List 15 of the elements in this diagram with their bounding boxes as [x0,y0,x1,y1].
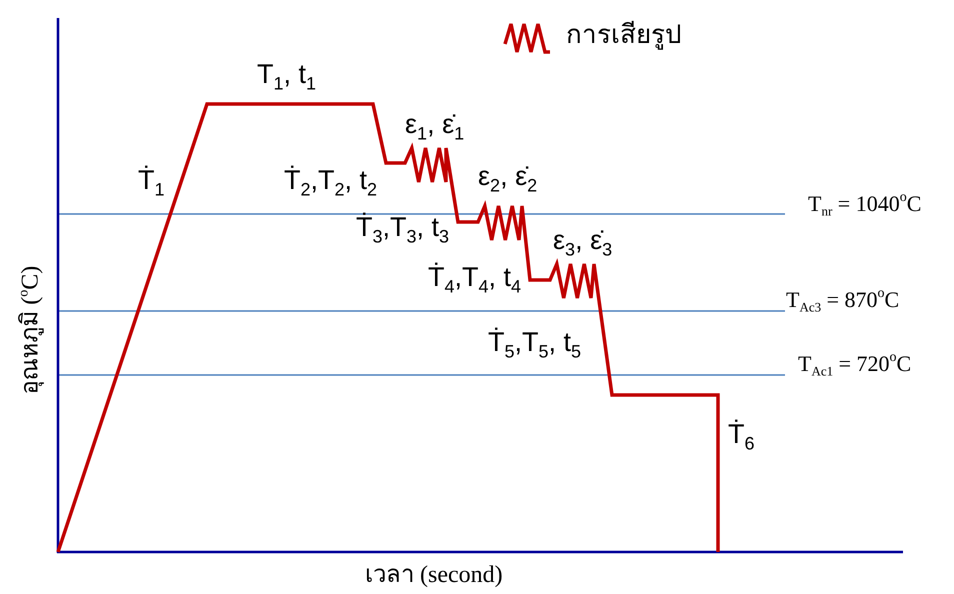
parameter-label: Ṫ$_{3}$,T$_{3}$, t$_{3}$ [356,213,450,243]
parameter-label: T$_{1}$, t$_{1}$ [257,60,316,90]
parameter-label: ε$_{2}$, ε̇$_{2}$ [478,162,538,192]
legend-label: การเสียรูป [566,20,682,49]
parameter-label: ε$_{1}$, ε̇$_{1}$ [405,110,464,140]
parameter-label: Ṫ$_{1}$ [138,166,165,196]
reference-temperature-label: T$_{Ac3}$ = 870$^{o}$C [786,288,900,312]
parameter-label: Ṫ$_{2}$,T$_{2}$, t$_{2}$ [284,166,378,196]
axis-title: เวลา (second) [365,562,503,588]
parameter-label: Ṫ$_{4}$,T$_{4}$, t$_{4}$ [428,263,522,293]
parameter-label: Ṫ$_{5}$,T$_{5}$, t$_{5}$ [488,328,582,358]
parameter-label: Ṫ$_{6}$ [728,420,755,450]
parameter-label: ε$_{3}$, ε̇$_{3}$ [553,226,612,256]
reference-temperature-label: T$_{Ac1}$ = 720$^{o}$C [798,352,912,376]
reference-temperature-label: T$_{nr}$ = 1040$^{o}$C [808,192,922,216]
